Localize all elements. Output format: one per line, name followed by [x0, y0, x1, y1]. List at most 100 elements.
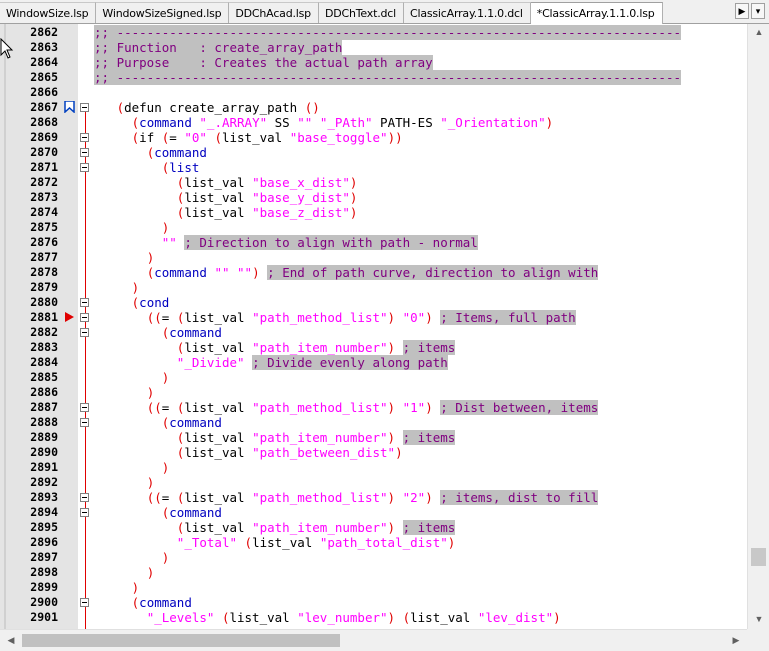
line-number: 2892	[30, 475, 58, 489]
scroll-right-icon[interactable]: ▶	[732, 635, 740, 645]
code-token	[94, 190, 177, 205]
scroll-up-icon[interactable]: ▲	[754, 27, 764, 37]
fold-toggle-icon[interactable]	[80, 298, 89, 307]
fold-toggle-icon[interactable]	[80, 148, 89, 157]
code-line[interactable]: 2873 (list_val "base_y_dist")	[0, 190, 747, 205]
code-line[interactable]: 2862;; ---------------------------------…	[0, 25, 747, 40]
code-line[interactable]: 2865;; ---------------------------------…	[0, 70, 747, 85]
code-line[interactable]: 2888 (command	[0, 415, 747, 430]
line-number: 2893	[30, 490, 58, 504]
tab-5[interactable]: ClassicArray.1.1.0.dcl	[403, 2, 531, 23]
code-token	[237, 535, 245, 550]
code-token	[94, 145, 147, 160]
code-token: ; Items, full path	[440, 310, 576, 325]
fold-toggle-icon[interactable]	[80, 133, 89, 142]
code-token: cond	[139, 295, 170, 310]
vertical-scrollbar[interactable]: ▲ ▼	[747, 24, 769, 629]
code-line[interactable]: 2863;; Function : create_array_path	[0, 40, 747, 55]
scroll-down-icon[interactable]: ▼	[754, 614, 764, 624]
code-line[interactable]: 2864;; Purpose : Creates the actual path…	[0, 55, 747, 70]
fold-toggle-icon[interactable]	[80, 313, 89, 322]
code-line[interactable]: 2899 )	[0, 580, 747, 595]
code-line[interactable]: 2892 )	[0, 475, 747, 490]
vertical-scroll-thumb[interactable]	[751, 548, 766, 566]
code-line[interactable]: 2879 )	[0, 280, 747, 295]
code-line[interactable]: 2877 )	[0, 250, 747, 265]
tab-3[interactable]: DDChAcad.lsp	[229, 2, 319, 23]
code-token	[94, 310, 147, 325]
tab-list-button[interactable]: ▾	[751, 3, 765, 19]
code-line[interactable]: 2867 (defun create_array_path ()	[0, 100, 747, 115]
code-line[interactable]: 2896 "_Total" (list_val "path_total_dist…	[0, 535, 747, 550]
code-token: ((	[146, 310, 162, 325]
code-editor[interactable]: 2862;; ---------------------------------…	[0, 24, 747, 629]
code-line[interactable]: 2887 ((= (list_val "path_method_list") "…	[0, 400, 747, 415]
code-token: ; End of path curve, direction to align …	[267, 265, 599, 280]
code-line[interactable]: 2900 (command	[0, 595, 747, 610]
code-token: ; items	[402, 520, 456, 535]
code-line[interactable]: 2898 )	[0, 565, 747, 580]
code-line[interactable]: 2881 ((= (list_val "path_method_list") "…	[0, 310, 747, 325]
code-line[interactable]: 2871 (list	[0, 160, 747, 175]
fold-toggle-icon[interactable]	[80, 328, 89, 337]
fold-toggle-icon[interactable]	[80, 493, 89, 502]
code-line[interactable]: 2872 (list_val "base_x_dist")	[0, 175, 747, 190]
code-token: )	[387, 490, 396, 505]
code-line[interactable]: 2883 (list_val "path_item_number") ; ite…	[0, 340, 747, 355]
code-token: ((	[146, 490, 162, 505]
code-line[interactable]: 2893 ((= (list_val "path_method_list") "…	[0, 490, 747, 505]
tab-1[interactable]: WindowSize.lsp	[0, 2, 97, 23]
code-line[interactable]: 2901 "_Levels" (list_val "lev_number") (…	[0, 610, 747, 625]
code-token: (	[161, 505, 170, 520]
code-text: ;; -------------------------------------…	[94, 25, 681, 40]
code-line[interactable]: 2875 )	[0, 220, 747, 235]
code-line[interactable]: 2890 (list_val "path_between_dist")	[0, 445, 747, 460]
chevron-right-icon: ▶	[738, 6, 746, 16]
scroll-left-icon[interactable]: ◀	[7, 635, 15, 645]
code-line[interactable]: 2876 "" ; Direction to align with path -…	[0, 235, 747, 250]
code-line[interactable]: 2895 (list_val "path_item_number") ; ite…	[0, 520, 747, 535]
code-line[interactable]: 2869 (if (= "0" (list_val "base_toggle")…	[0, 130, 747, 145]
code-token: )	[447, 535, 456, 550]
code-line[interactable]: 2884 "_Divide" ; Divide evenly along pat…	[0, 355, 747, 370]
code-token: ;; Purpose : Creates the actual path arr…	[94, 55, 433, 70]
code-text: (command	[94, 595, 192, 610]
code-token: =	[161, 490, 177, 505]
horizontal-scroll-thumb[interactable]	[22, 634, 340, 647]
code-line[interactable]: 2886 )	[0, 385, 747, 400]
code-token: "base_toggle"	[289, 130, 388, 145]
bookmark-icon[interactable]	[64, 101, 75, 113]
scrollbar-corner	[747, 629, 769, 651]
code-line[interactable]: 2894 (command	[0, 505, 747, 520]
line-number: 2901	[30, 610, 58, 624]
fold-toggle-icon[interactable]	[80, 403, 89, 412]
code-line[interactable]: 2897 )	[0, 550, 747, 565]
code-token: (	[402, 610, 411, 625]
code-line[interactable]: 2866	[0, 85, 747, 100]
fold-toggle-icon[interactable]	[80, 598, 89, 607]
fold-toggle-icon[interactable]	[80, 418, 89, 427]
code-token: (	[131, 130, 140, 145]
tab-scroll-right-button[interactable]: ▶	[735, 3, 749, 19]
tab-4[interactable]: DDChText.dcl	[318, 2, 404, 23]
tab-2[interactable]: WindowSizeSigned.lsp	[96, 2, 230, 23]
code-line[interactable]: 2882 (command	[0, 325, 747, 340]
code-line[interactable]: 2891 )	[0, 460, 747, 475]
code-token: list_val	[252, 535, 320, 550]
code-line[interactable]: 2880 (cond	[0, 295, 747, 310]
code-line[interactable]: 2889 (list_val "path_item_number") ; ite…	[0, 430, 747, 445]
code-line[interactable]: 2885 )	[0, 370, 747, 385]
code-line[interactable]: 2870 (command	[0, 145, 747, 160]
code-line[interactable]: 2878 (command "" "") ; End of path curve…	[0, 265, 747, 280]
fold-toggle-icon[interactable]	[80, 508, 89, 517]
code-text: (list_val "path_between_dist")	[94, 445, 403, 460]
fold-toggle-icon[interactable]	[80, 163, 89, 172]
code-line[interactable]: 2868 (command "_.ARRAY" SS "" "_PAth" PA…	[0, 115, 747, 130]
tab-6[interactable]: *ClassicArray.1.1.0.lsp	[530, 2, 663, 24]
code-line[interactable]: 2874 (list_val "base_z_dist")	[0, 205, 747, 220]
code-text: ((= (list_val "path_method_list") "0") ;…	[94, 310, 576, 325]
code-token: =	[161, 400, 177, 415]
horizontal-scrollbar[interactable]: ◀ ▶	[0, 629, 747, 651]
fold-toggle-icon[interactable]	[80, 103, 89, 112]
code-token: )	[425, 490, 433, 505]
